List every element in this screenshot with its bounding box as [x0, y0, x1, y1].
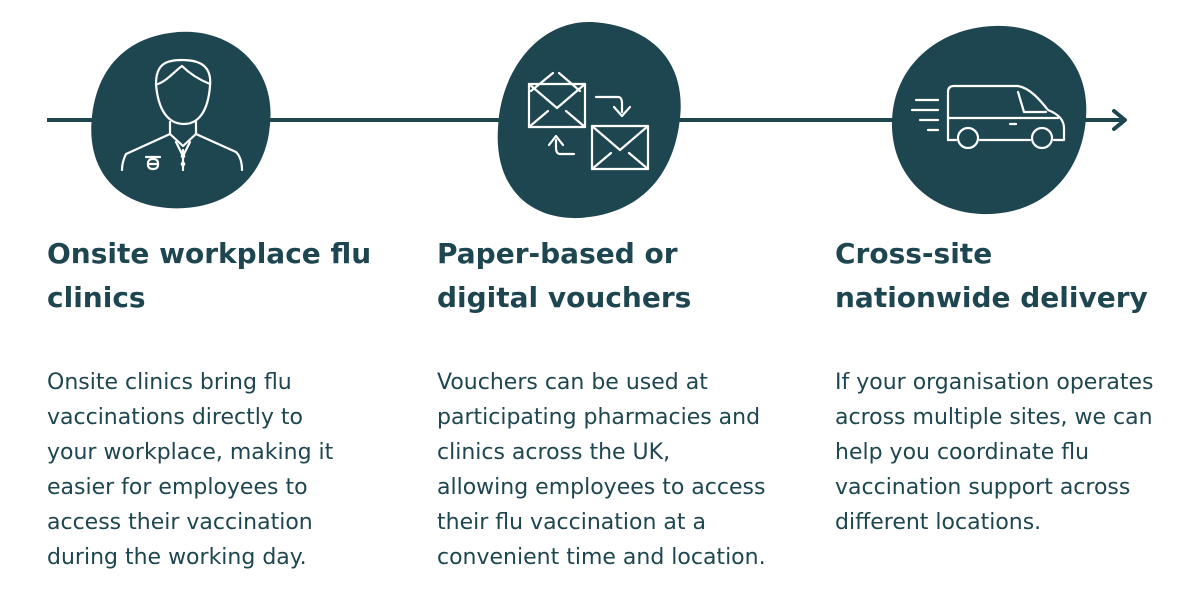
step-1-title: Onsite workplace flu clinics	[47, 237, 372, 314]
step-2-title: Paper-based or digital vouchers	[437, 237, 692, 314]
step-1-description: Onsite clinics bring flu vaccinations di…	[47, 370, 334, 570]
step-3-node	[891, 25, 1087, 215]
step-1: Onsite workplace flu clinics Onsite clin…	[47, 232, 407, 575]
step-2-node	[497, 21, 681, 219]
delivery-van-icon	[910, 84, 1066, 150]
timeline-arrowhead	[1112, 109, 1127, 131]
step-2-description: Vouchers can be used at participating ph…	[437, 370, 766, 570]
person-with-badge-icon	[120, 58, 244, 172]
step-2: Paper-based or digital vouchers Vouchers…	[437, 232, 797, 575]
step-1-blob	[91, 31, 271, 209]
step-3: Cross-site nationwide delivery If your o…	[835, 232, 1195, 540]
envelopes-exchange-icon	[527, 71, 650, 171]
timeline-diagram	[47, 21, 1127, 219]
step-1-node	[91, 31, 271, 209]
step-3-description: If your organisation operates across mul…	[835, 370, 1154, 535]
step-3-title: Cross-site nationwide delivery	[835, 237, 1148, 314]
step-2-blob	[497, 21, 681, 219]
step-3-blob	[891, 25, 1087, 215]
